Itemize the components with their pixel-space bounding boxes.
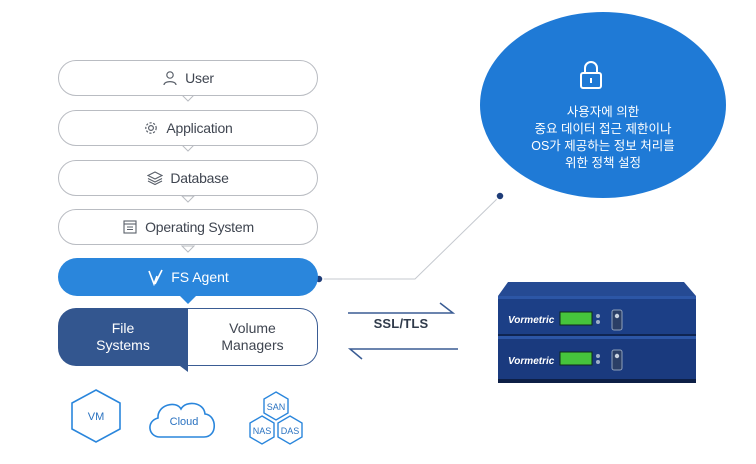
- brand-label: Vormetric: [508, 356, 555, 367]
- storage-icons: SAN NAS DAS: [249, 391, 303, 445]
- vormetric-appliance: Vormetric Vormetric: [498, 282, 696, 383]
- das-label: DAS: [281, 426, 300, 436]
- brand-label: Vormetric: [508, 315, 555, 326]
- policy-callout: [480, 12, 726, 198]
- layer-label: Operating System: [145, 219, 254, 235]
- ssl-tls-label: SSL/TLS: [373, 316, 429, 331]
- flow-arrow: [180, 195, 196, 203]
- connector-dot: [495, 191, 505, 201]
- volume-managers-line2: Managers: [221, 337, 284, 353]
- layer-user: User: [58, 60, 318, 96]
- flow-arrow: [180, 245, 196, 253]
- volume-managers-line1: Volume: [229, 320, 276, 336]
- callout-line: 사용자에 의한: [566, 105, 640, 119]
- cloud-label: Cloud: [170, 416, 199, 428]
- callout-line: 중요 데이터 접근 제한이나: [534, 122, 672, 136]
- callout-line: OS가 제공하는 정보 처리를: [531, 139, 675, 153]
- ssl-arrows: [347, 302, 458, 360]
- file-systems-line1: File: [111, 320, 135, 336]
- layer-database: Database: [58, 160, 318, 196]
- san-label: SAN: [267, 402, 286, 412]
- layer-fs-agent: FS Agent: [58, 258, 318, 296]
- layer-label: User: [185, 70, 214, 86]
- vm-icon: VM: [71, 389, 121, 443]
- callout-line: [319, 195, 501, 280]
- layer-operating-system: Operating System: [58, 209, 318, 245]
- flow-arrow: [180, 296, 196, 304]
- vm-label: VM: [88, 411, 105, 423]
- callout-line: 위한 정책 설정: [565, 156, 641, 170]
- user-icon: [162, 70, 178, 86]
- layer-label: Database: [170, 170, 229, 186]
- gear-icon: [143, 120, 159, 136]
- window-icon: [122, 219, 138, 235]
- layer-label: Application: [166, 120, 233, 136]
- cloud-icon: Cloud: [149, 402, 216, 438]
- nas-label: NAS: [253, 426, 272, 436]
- file-systems-line2: Systems: [96, 337, 150, 353]
- callout-text: 사용자에 의한 중요 데이터 접근 제한이나 OS가 제공하는 정보 처리를 위…: [505, 104, 701, 172]
- layers-icon: [147, 170, 164, 186]
- layer-application: Application: [58, 110, 318, 146]
- fs-agent-label: FS Agent: [171, 269, 229, 285]
- lock-icon: [580, 61, 602, 89]
- v-check-icon: [147, 268, 165, 287]
